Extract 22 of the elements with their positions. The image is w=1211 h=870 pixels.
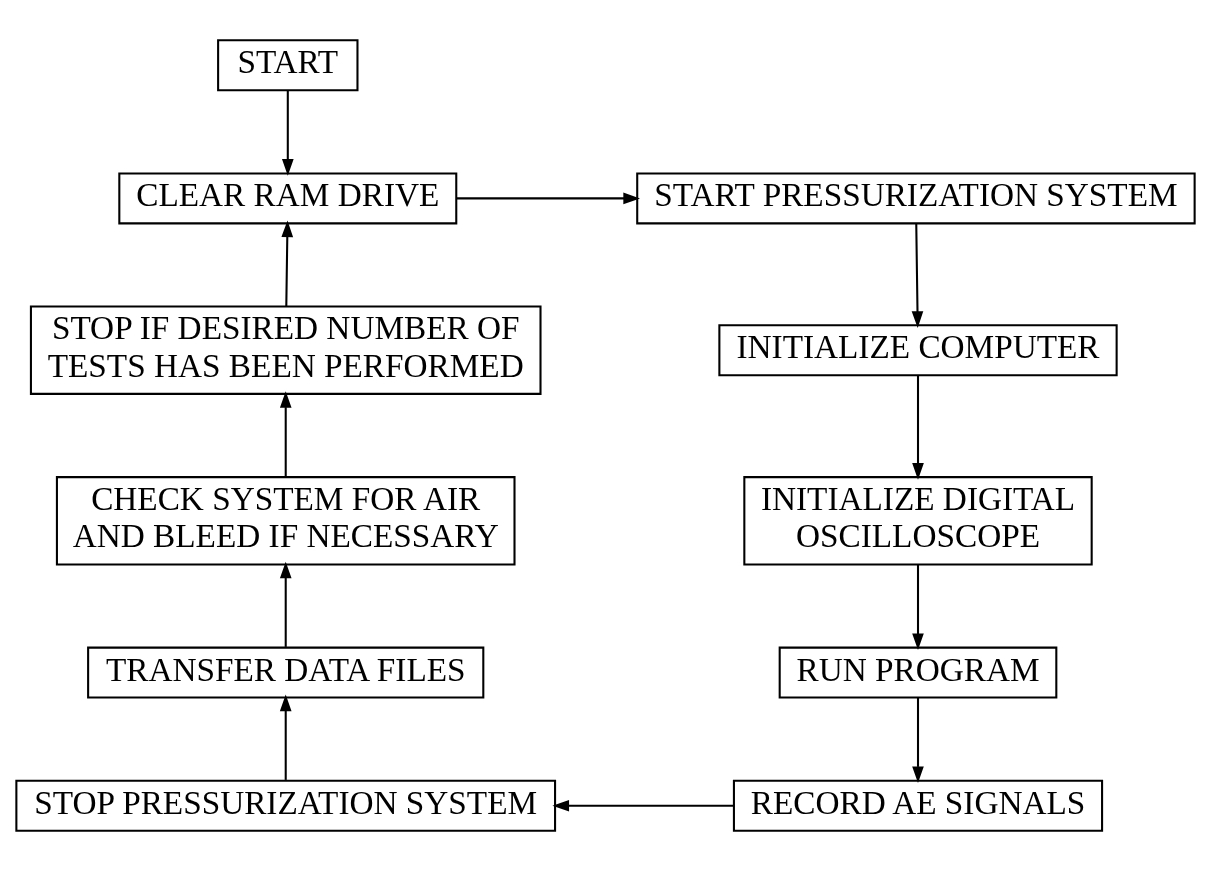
node-box: RECORD AE SIGNALS [732, 779, 1104, 832]
node-box: INITIALIZE COMPUTER [718, 323, 1118, 376]
arrow [912, 697, 924, 783]
arrow [279, 390, 292, 477]
node-box: TRANSFER DATA FILES [87, 646, 485, 699]
arrow [281, 89, 294, 176]
arrow [912, 374, 924, 480]
node-box: STOP PRESSURIZATION SYSTEM [15, 779, 557, 832]
arrow [912, 564, 924, 650]
node-box: START [217, 38, 359, 91]
arrow [456, 192, 640, 204]
arrow [279, 561, 292, 647]
arrow [911, 223, 924, 328]
arrow [279, 694, 292, 780]
node-box: START PRESSURIZATION SYSTEM [636, 171, 1196, 224]
node-box: CLEAR RAM DRIVE [118, 171, 458, 224]
arrow [552, 799, 734, 812]
node-box: STOP IF DESIRED NUMBER OF TESTS HAS BEEN PERFORMED [29, 305, 542, 395]
arrow [281, 219, 294, 306]
node-box: INITIALIZE DIGITAL OSCILLOSCOPE [743, 475, 1093, 565]
node-box: CHECK SYSTEM FOR AIR AND BLEED IF NECESSARY [55, 475, 516, 565]
node-box: RUN PROGRAM [778, 646, 1058, 699]
